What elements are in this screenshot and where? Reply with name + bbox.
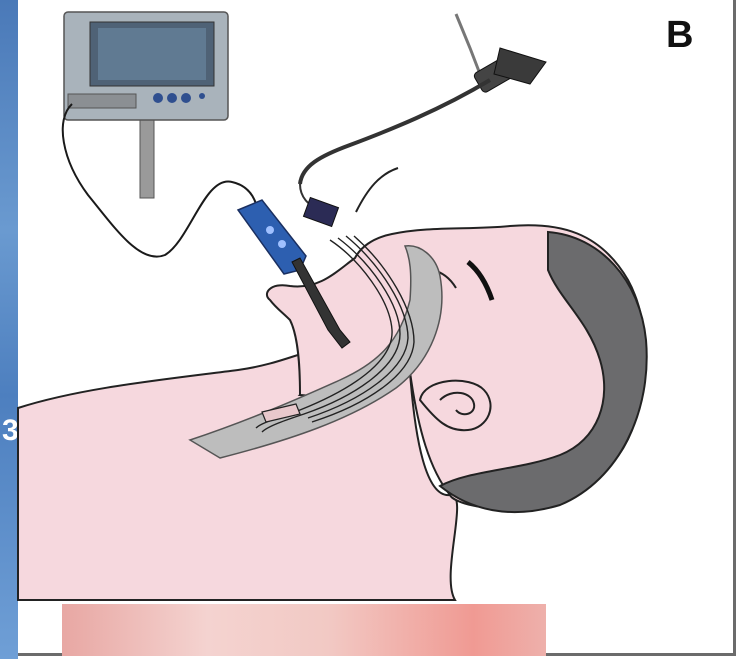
video-monitor bbox=[64, 12, 228, 198]
panel-label: B bbox=[666, 16, 693, 54]
video-cable bbox=[63, 104, 258, 257]
flexible-bronchoscope bbox=[300, 14, 546, 227]
adjacent-photo-crop bbox=[62, 604, 546, 656]
